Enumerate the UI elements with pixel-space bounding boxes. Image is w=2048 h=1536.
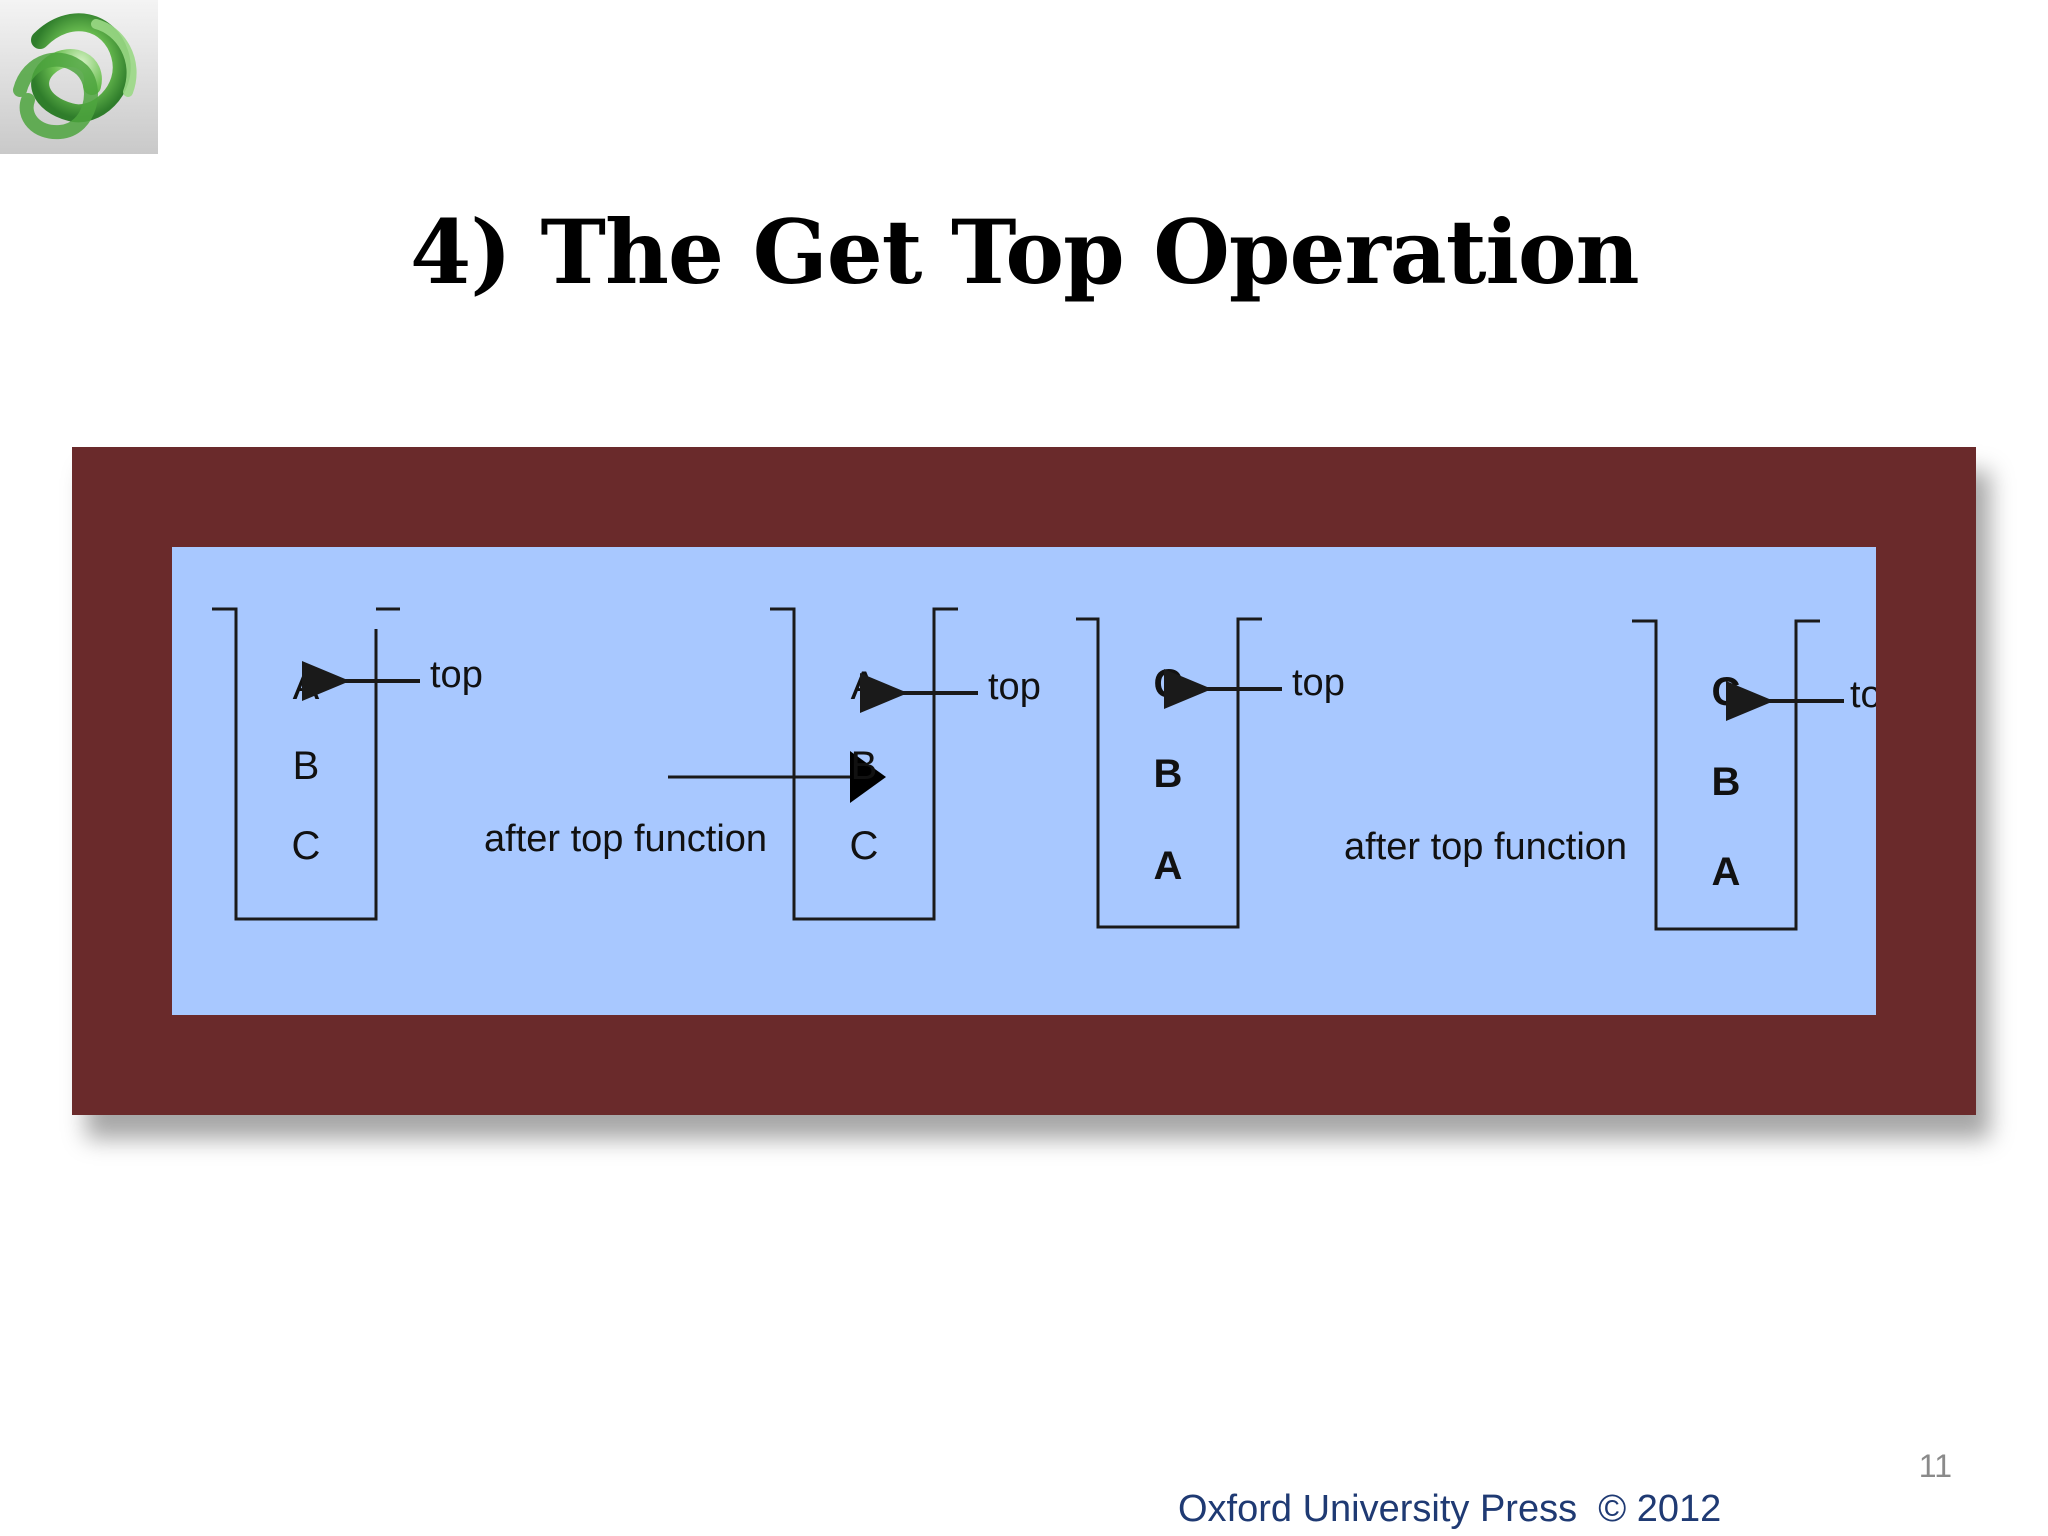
green-glass-knot-logo-icon <box>13 13 137 140</box>
top-pointer-label: to <box>1850 674 1876 716</box>
stack-item: B <box>1154 752 1183 796</box>
diagram-frame: A B C top after top function A B C top <box>72 447 1976 1115</box>
stack-item: A <box>293 664 320 708</box>
stack-item: C <box>1154 662 1183 706</box>
operation-label: after top function <box>1344 826 1627 868</box>
stack-right-before: C B A top <box>1076 617 1345 929</box>
stack-left-before: A B C top <box>212 607 483 921</box>
stack-item: A <box>1154 844 1183 888</box>
operation-label: after top function <box>484 818 767 860</box>
stack-item: C <box>1712 670 1741 714</box>
footer-copyright: Oxford University Press © 2012 <box>1178 1488 1722 1530</box>
stack-item: A <box>1712 850 1741 894</box>
stack-item: B <box>851 744 878 788</box>
stack-diagram: A B C top after top function A B C top <box>212 607 1876 931</box>
top-pointer-label: top <box>430 654 483 696</box>
stack-item: B <box>293 744 320 788</box>
stack-left-after: A B C top <box>770 607 1041 921</box>
stack-item: A <box>851 664 878 708</box>
diagram-panel: A B C top after top function A B C top <box>172 547 1876 1015</box>
page-number: 11 <box>1918 1448 1952 1484</box>
slide-title: 4) The Get Top Operation <box>410 200 1640 304</box>
arrow-right-icon <box>668 751 886 803</box>
stack-item: C <box>850 824 879 868</box>
logo <box>0 0 158 154</box>
stack-item: B <box>1712 760 1741 804</box>
stack-right-after: C B A to <box>1632 619 1876 931</box>
stack-item: C <box>292 824 321 868</box>
top-pointer-label: top <box>1292 662 1345 704</box>
top-pointer-label: top <box>988 666 1041 708</box>
